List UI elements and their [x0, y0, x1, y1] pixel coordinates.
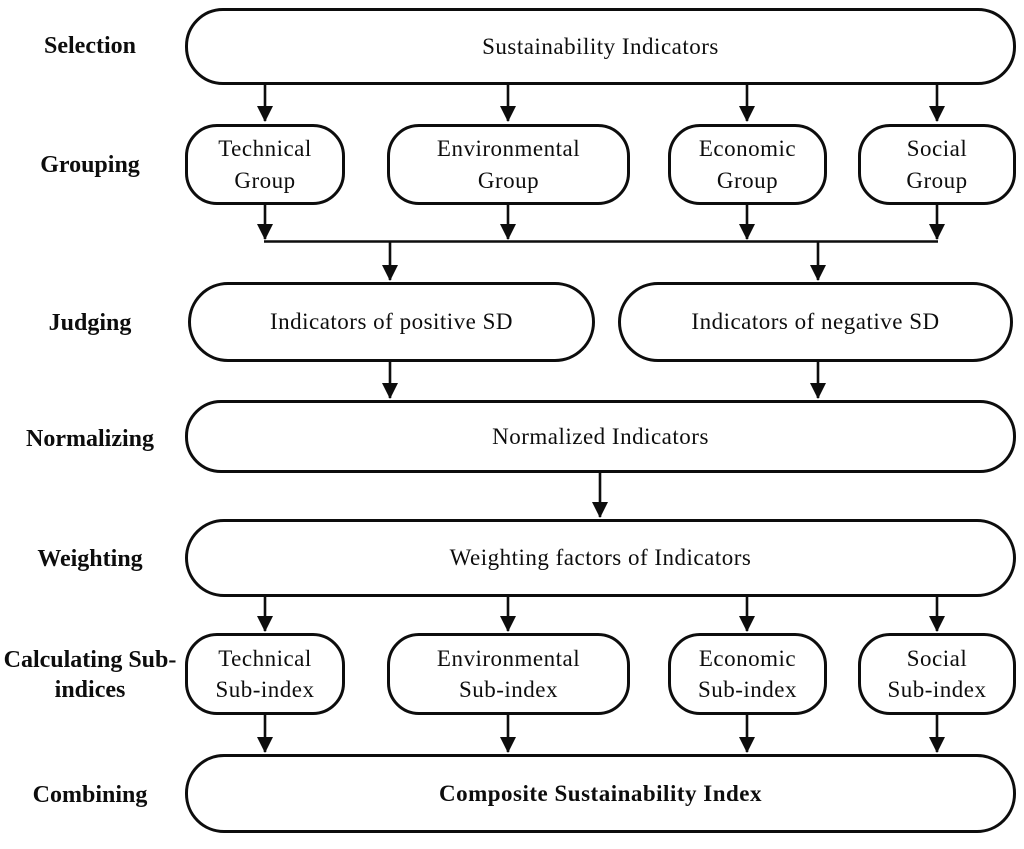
box-label-line: Environmental	[436, 136, 581, 162]
box-label-line: Sub-index	[458, 677, 559, 702]
box-social-sub-index: Social Sub-index	[858, 633, 1016, 715]
box-label-line: Economic	[698, 136, 797, 162]
box-label: Indicators of positive SD	[269, 309, 514, 335]
box-technical-group: Technical Group	[185, 124, 345, 205]
stage-label-grouping: Grouping	[40, 152, 140, 178]
stage-label-calculating-sub-indices: Calculating Sub-indices	[3, 647, 177, 703]
arrows-bus-to-judging	[382, 241, 826, 281]
box-label: Normalized Indicators	[492, 423, 709, 449]
box-label-line: Group	[716, 167, 779, 193]
box-weighting-factors: Weighting factors of Indicators	[185, 519, 1016, 597]
stage-label-selection: Selection	[44, 33, 136, 59]
box-indicators-negative-sd: Indicators of negative SD	[618, 282, 1013, 362]
box-label-line: Sub-index	[887, 677, 987, 702]
box-label-line: Group	[477, 167, 540, 193]
box-normalized-indicators: Normalized Indicators	[185, 400, 1016, 473]
box-label-line: Technical	[218, 645, 312, 671]
box-label-line: Social	[906, 136, 968, 162]
box-environmental-group: Environmental Group	[387, 124, 630, 205]
box-sustainability-indicators: Sustainability Indicators	[185, 8, 1016, 85]
box-label-line: Technical	[218, 136, 312, 162]
box-label: Composite Sustainability Index	[438, 780, 762, 806]
arrows-selection-to-groups	[257, 85, 945, 122]
box-social-group: Social Group	[858, 124, 1016, 205]
box-composite-sustainability-index: Composite Sustainability Index	[185, 754, 1016, 833]
box-label-line: Sub-index	[215, 677, 315, 702]
arrows-groups-to-bus	[257, 205, 945, 243]
stage-label-normalizing: Normalizing	[26, 426, 154, 452]
box-label: Weighting factors of Indicators	[449, 545, 752, 571]
box-technical-sub-index: Technical Sub-index	[185, 633, 345, 715]
box-label-line: Group	[906, 167, 968, 193]
box-label-line: Environmental	[436, 645, 581, 671]
arrows-subindices-to-composite	[257, 715, 945, 753]
box-indicators-positive-sd: Indicators of positive SD	[188, 282, 595, 362]
box-label-line: Economic	[698, 645, 797, 671]
box-economic-sub-index: Economic Sub-index	[668, 633, 827, 715]
arrows-weighting-to-subindices	[257, 597, 945, 632]
stage-label-weighting: Weighting	[37, 546, 143, 572]
box-label-line: Group	[234, 167, 296, 193]
box-label-line: Social	[906, 645, 968, 671]
box-label: Indicators of negative SD	[691, 309, 940, 335]
box-environmental-sub-index: Environmental Sub-index	[387, 633, 630, 715]
arrows-judging-to-normalized	[382, 362, 826, 399]
box-label-line: Sub-index	[697, 677, 798, 702]
box-label: Sustainability Indicators	[482, 33, 719, 59]
box-economic-group: Economic Group	[668, 124, 827, 205]
stage-label-judging: Judging	[48, 310, 132, 336]
stage-label-combining: Combining	[32, 782, 148, 808]
